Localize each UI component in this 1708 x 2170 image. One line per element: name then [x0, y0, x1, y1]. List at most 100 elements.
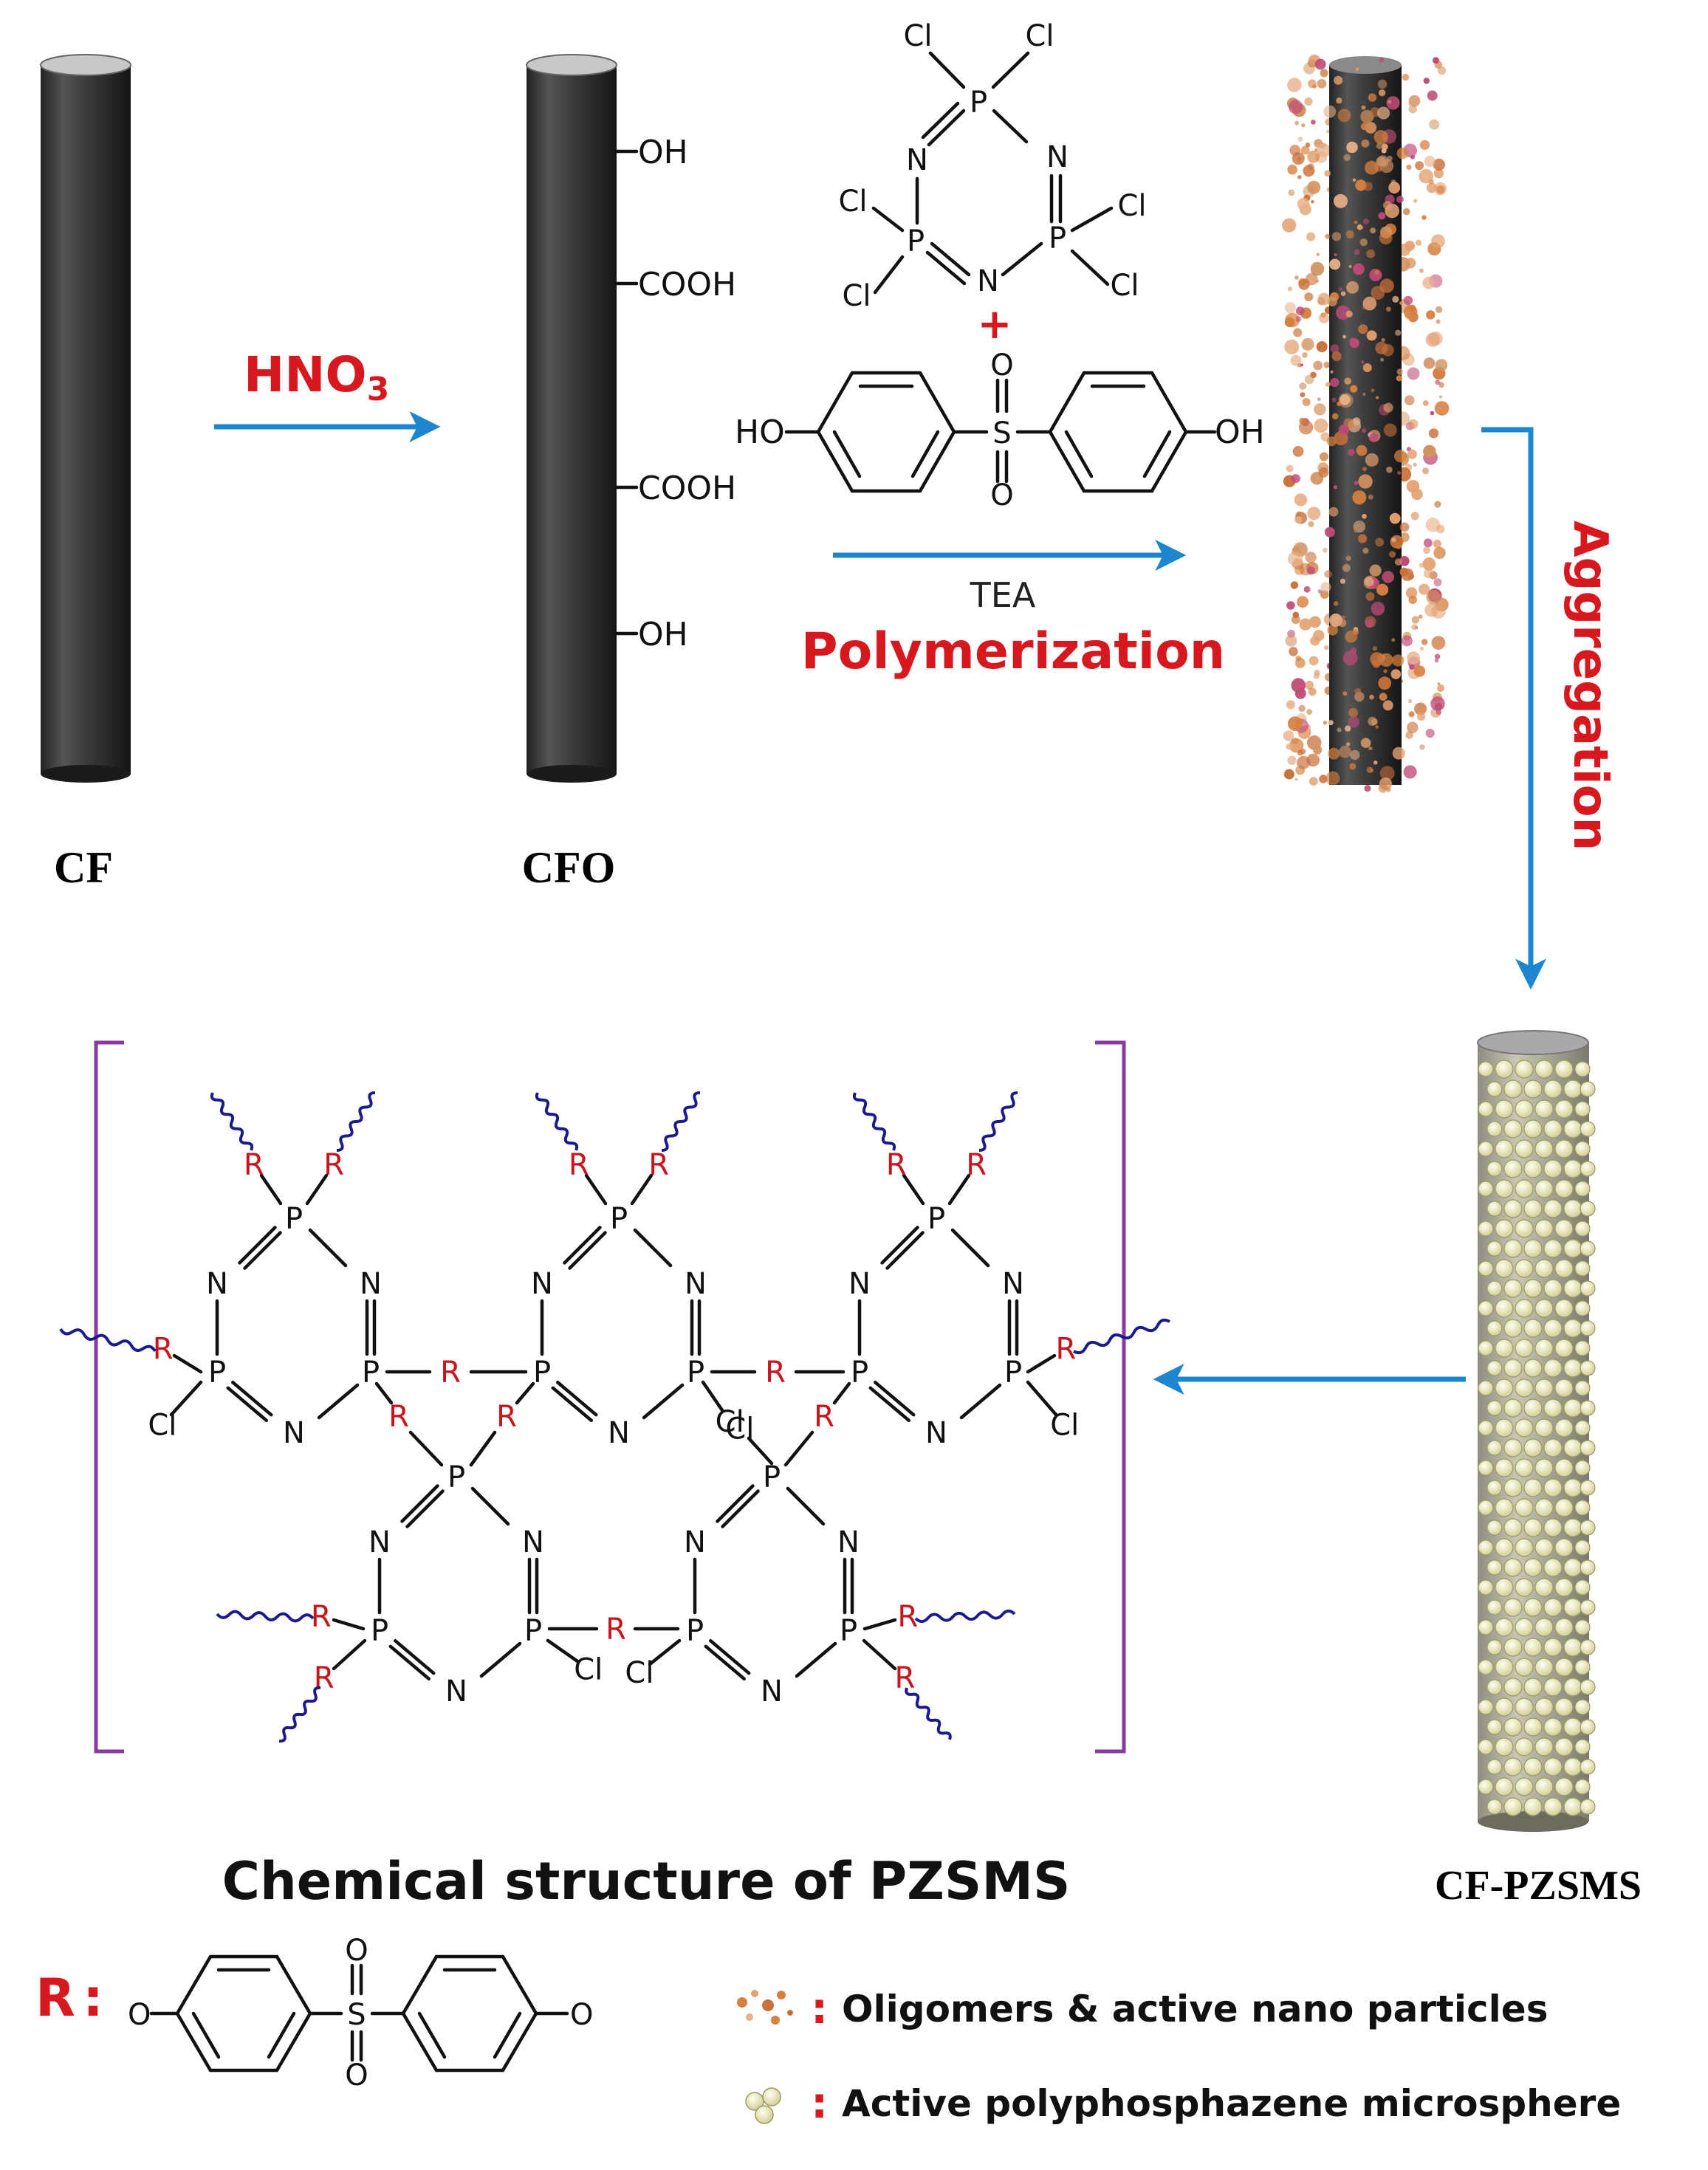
- microsphere: [1515, 1259, 1534, 1278]
- active-particle: [1309, 777, 1318, 786]
- microsphere: [1503, 1438, 1523, 1457]
- microsphere: [1580, 1599, 1596, 1616]
- microsphere: [1486, 1240, 1503, 1257]
- microsphere: [1486, 1161, 1503, 1177]
- wavy-chain: [852, 1092, 896, 1151]
- active-particle: [1422, 467, 1430, 475]
- microsphere: [1478, 1659, 1494, 1675]
- active-particle: [1358, 474, 1373, 489]
- microsphere: [1515, 1697, 1534, 1717]
- active-particle: [1346, 281, 1359, 294]
- active-particle: [1299, 618, 1312, 631]
- microsphere: [1580, 1440, 1596, 1456]
- active-particle: [1353, 521, 1366, 533]
- active-particle: [1379, 57, 1385, 63]
- microsphere: [1574, 1739, 1591, 1755]
- microsphere: [1503, 1518, 1523, 1537]
- microsphere: [1580, 1799, 1596, 1815]
- svg-text:O: O: [345, 1934, 368, 1968]
- active-particle: [1323, 361, 1331, 368]
- svg-text:P: P: [763, 1460, 781, 1494]
- active-particle: [1365, 160, 1379, 175]
- active-particle: [1286, 601, 1295, 610]
- microsphere: [1478, 1181, 1494, 1197]
- microsphere: [1563, 1438, 1582, 1457]
- active-particle: [1328, 507, 1339, 517]
- svg-text:P: P: [851, 1356, 868, 1390]
- microsphere: [1503, 1638, 1523, 1657]
- active-particle: [1289, 647, 1298, 656]
- microsphere: [1563, 1359, 1582, 1378]
- svg-text:N: N: [761, 1675, 783, 1709]
- r-group: R: [569, 1148, 589, 1182]
- cfo-oh-top: OH: [638, 134, 688, 171]
- active-particle: [1355, 179, 1367, 191]
- wavy-chain: [905, 1687, 952, 1740]
- microsphere: [1486, 1799, 1503, 1815]
- microsphere: [1495, 1378, 1514, 1398]
- active-particle: [1396, 375, 1402, 382]
- active-particle: [1286, 700, 1295, 710]
- active-particle: [1300, 363, 1303, 367]
- microsphere: [1543, 1359, 1563, 1378]
- microsphere: [1534, 1339, 1554, 1358]
- microsphere: [1503, 1558, 1523, 1577]
- microsphere: [1495, 1777, 1514, 1796]
- active-particle: [1358, 534, 1368, 543]
- active-particle: [1368, 433, 1379, 442]
- microsphere: [1543, 1279, 1563, 1298]
- microsphere: [1554, 1060, 1574, 1079]
- r-bridge: R: [388, 1400, 409, 1434]
- svg-text:P: P: [686, 1614, 704, 1648]
- active-particle: [1324, 170, 1331, 177]
- microsphere: [1543, 1119, 1563, 1139]
- active-particle: [1433, 578, 1442, 587]
- microsphere: [1534, 1658, 1554, 1677]
- active-particle: [1376, 583, 1389, 596]
- wavy-chain: [1073, 1318, 1170, 1355]
- active-particle: [1419, 168, 1433, 184]
- microsphere: [1503, 1717, 1523, 1737]
- cf-fiber: [40, 54, 131, 783]
- active-particle: [1354, 687, 1362, 696]
- active-particle: [1408, 595, 1417, 605]
- active-particle: [1394, 450, 1407, 463]
- microsphere: [1580, 1201, 1596, 1217]
- active-particle: [1375, 396, 1379, 399]
- right-bracket: [1095, 1040, 1126, 1754]
- active-particle: [1377, 106, 1390, 120]
- svg-text:Cl: Cl: [842, 279, 871, 313]
- microsphere: [1534, 1618, 1554, 1637]
- svg-text:N: N: [685, 1267, 707, 1301]
- active-particle: [1365, 577, 1374, 587]
- microsphere: [1495, 1578, 1514, 1597]
- r-group: R: [894, 1661, 915, 1695]
- active-particle: [1403, 765, 1417, 779]
- microsphere: [1543, 1558, 1563, 1577]
- active-particle: [1419, 268, 1424, 273]
- active-particle: [1386, 96, 1400, 110]
- active-particle: [1352, 628, 1359, 635]
- microsphere: [1478, 1699, 1494, 1715]
- microsphere: [1515, 1658, 1534, 1677]
- microsphere: [1486, 1081, 1503, 1097]
- active-particle: [1294, 657, 1306, 668]
- microsphere: [1580, 1240, 1596, 1257]
- active-particle: [1286, 744, 1292, 750]
- active-particle: [1301, 123, 1306, 128]
- microsphere: [1554, 1578, 1574, 1597]
- active-particle: [1340, 291, 1346, 297]
- active-particle: [1336, 97, 1342, 104]
- microsphere: [1574, 1181, 1591, 1197]
- active-particle: [1405, 587, 1418, 599]
- microsphere: [1563, 1079, 1582, 1099]
- svg-text:N: N: [925, 1416, 947, 1450]
- microsphere: [1574, 1779, 1591, 1795]
- active-particle: [1369, 694, 1374, 700]
- svg-text:N: N: [522, 1525, 544, 1559]
- active-particle: [1437, 682, 1441, 686]
- microsphere: [1563, 1518, 1582, 1537]
- active-particle: [1314, 148, 1318, 152]
- microsphere: [1580, 1121, 1596, 1137]
- plus-sign: +: [978, 301, 1012, 348]
